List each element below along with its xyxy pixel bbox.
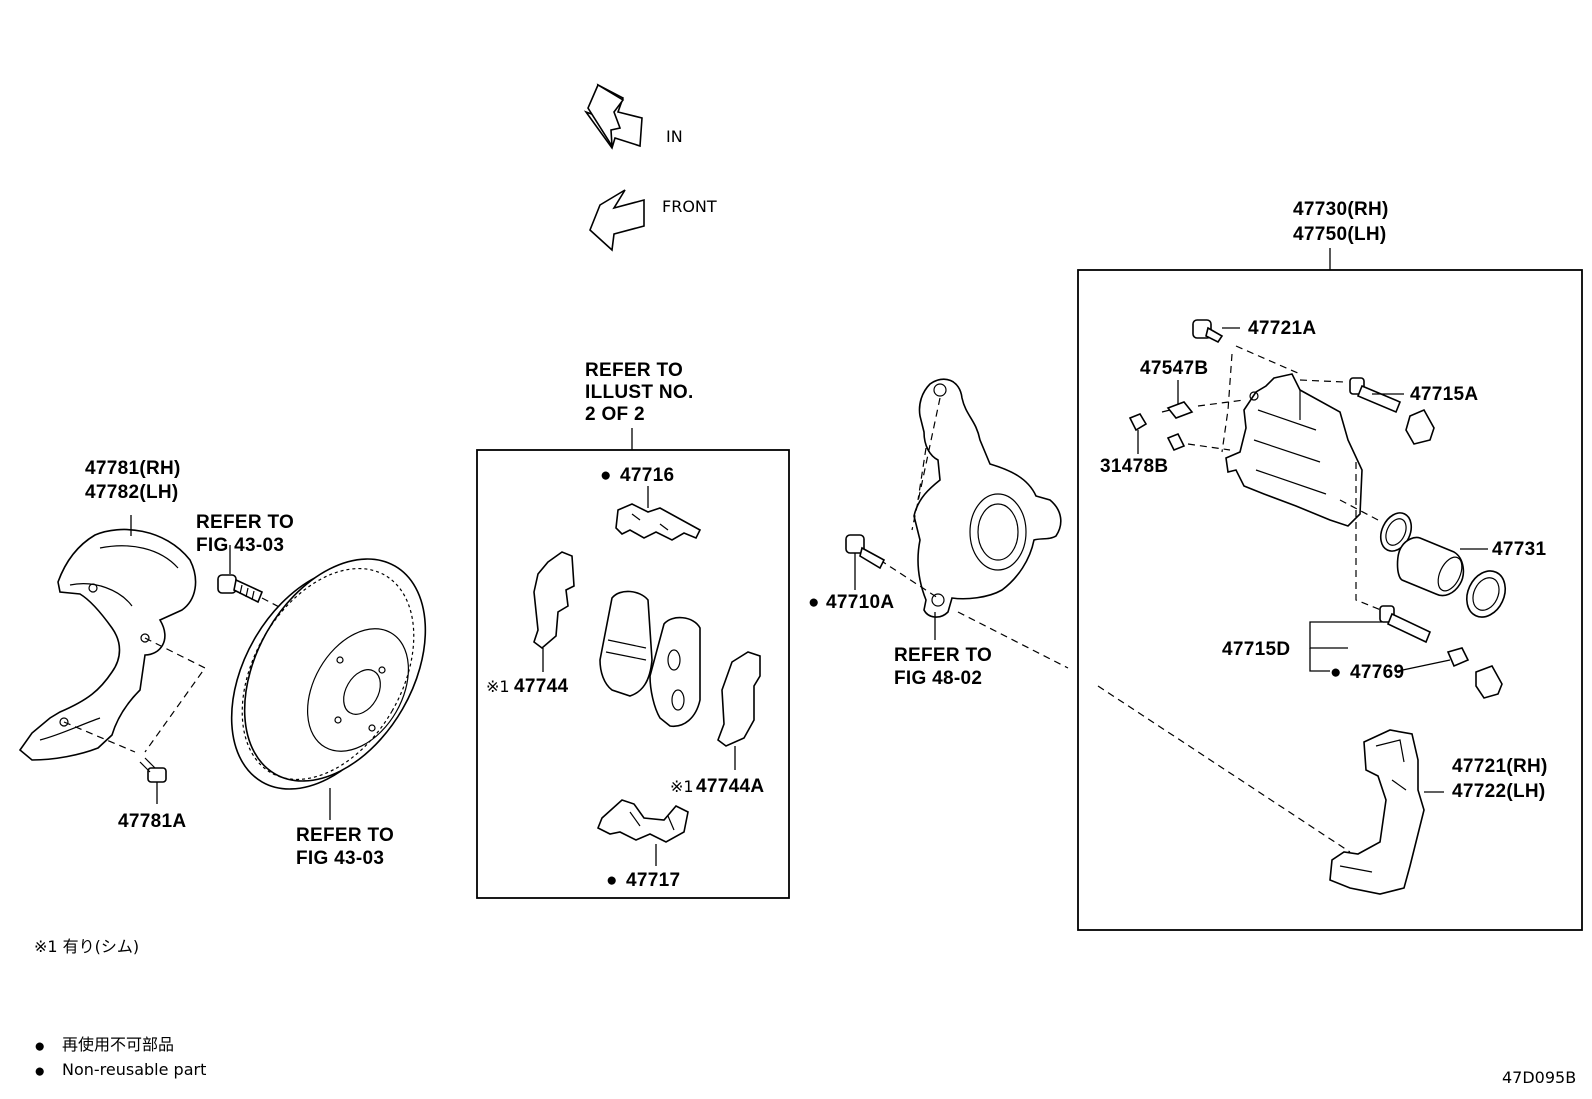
caliper-assembly-box	[1077, 269, 1583, 931]
hub-bolt-icon	[217, 574, 264, 604]
brake-disc-part	[230, 558, 427, 790]
piston-label: 47731	[1492, 539, 1546, 560]
front-arrow-icon	[589, 189, 645, 252]
pad-clip-bottom-mark: ●	[606, 870, 618, 891]
steering-knuckle-part	[913, 378, 1062, 618]
refer-knuckle-line1: REFER TO	[894, 645, 992, 666]
legend-nonreusable-jp: 再使用不可部品	[62, 1035, 174, 1054]
refer-disc-top-line2: FIG 43-03	[196, 535, 284, 556]
brake-pad-outer-part	[649, 616, 701, 727]
legend-nonreusable-en: Non-reusable part	[62, 1060, 206, 1079]
caliper-bolt-icon	[1192, 319, 1224, 344]
pad-clip-top-label: 47716	[620, 465, 674, 486]
bleeder-cap-label: 31478B	[1100, 456, 1168, 477]
bleeder-cap-part	[1128, 413, 1186, 452]
refer-illust-line2: ILLUST NO.	[585, 382, 694, 403]
refer-disc-top-line1: REFER TO	[196, 512, 294, 533]
pad-clip-bottom-label: 47717	[626, 870, 680, 891]
knuckle-bolt-icon	[845, 534, 886, 570]
piston-part	[1396, 536, 1465, 597]
dust-cover-bolt-label: 47781A	[118, 811, 186, 832]
refer-illust-line3: 2 OF 2	[585, 404, 645, 425]
brake-pad-inner-part	[599, 590, 653, 697]
caliper-rh-label: 47730(RH)	[1293, 199, 1389, 220]
slide-boot-label: 47769	[1350, 662, 1404, 683]
mounting-rh-label: 47721(RH)	[1452, 756, 1548, 777]
knuckle-bolt-label: 47710A	[826, 592, 894, 613]
dust-cover-bolt-icon	[139, 757, 167, 783]
front-label: FRONT	[662, 197, 717, 216]
in-label: IN	[666, 127, 683, 146]
dust-cover-part	[18, 528, 197, 761]
knuckle-bolt-mark: ●	[808, 592, 820, 613]
mounting-bracket-part	[1329, 729, 1425, 895]
in-arrow-icon	[583, 83, 643, 150]
pad-kit-box	[476, 449, 790, 899]
shim-inner-label: 47744	[514, 676, 568, 697]
slide-pin-d-part	[1379, 605, 1503, 699]
shim-inner-part	[533, 551, 575, 650]
piston-seal-part	[1379, 512, 1413, 552]
bleeder-plug-label: 47547B	[1140, 358, 1208, 379]
refer-disc-bottom-line2: FIG 43-03	[296, 848, 384, 869]
caliper-body-part	[1225, 373, 1363, 527]
shim-outer-part	[717, 651, 761, 747]
caliper-lh-label: 47750(LH)	[1293, 224, 1387, 245]
refer-illust-line1: REFER TO	[585, 360, 683, 381]
note-shim: ※1 有り(シム)	[34, 937, 139, 956]
refer-knuckle-line2: FIG 48-02	[894, 668, 982, 689]
slide-pin-a-label: 47715A	[1410, 384, 1478, 405]
legend-dot-jp: ●	[34, 1036, 46, 1057]
slide-pin-a-part	[1349, 377, 1435, 445]
dust-cover-rh-label: 47781(RH)	[85, 458, 181, 479]
legend-dot-en: ●	[34, 1061, 46, 1082]
refer-disc-bottom-line1: REFER TO	[296, 825, 394, 846]
shim-outer-label: 47744A	[696, 776, 764, 797]
pad-clip-top-part	[615, 503, 702, 541]
slide-boot-mark: ●	[1330, 662, 1342, 683]
caliper-bolt-label: 47721A	[1248, 318, 1316, 339]
diagram-code: 47D095B	[1502, 1068, 1576, 1087]
pad-clip-bottom-part	[596, 799, 689, 843]
mounting-lh-label: 47722(LH)	[1452, 781, 1546, 802]
pad-clip-top-mark: ●	[600, 465, 612, 486]
boot-ring-part	[1465, 570, 1507, 618]
shim-outer-kome: ※1	[670, 777, 694, 796]
slide-pin-d-label: 47715D	[1222, 639, 1290, 660]
bleeder-plug-part	[1161, 401, 1194, 419]
dust-cover-lh-label: 47782(LH)	[85, 482, 179, 503]
shim-inner-kome: ※1	[486, 677, 510, 696]
